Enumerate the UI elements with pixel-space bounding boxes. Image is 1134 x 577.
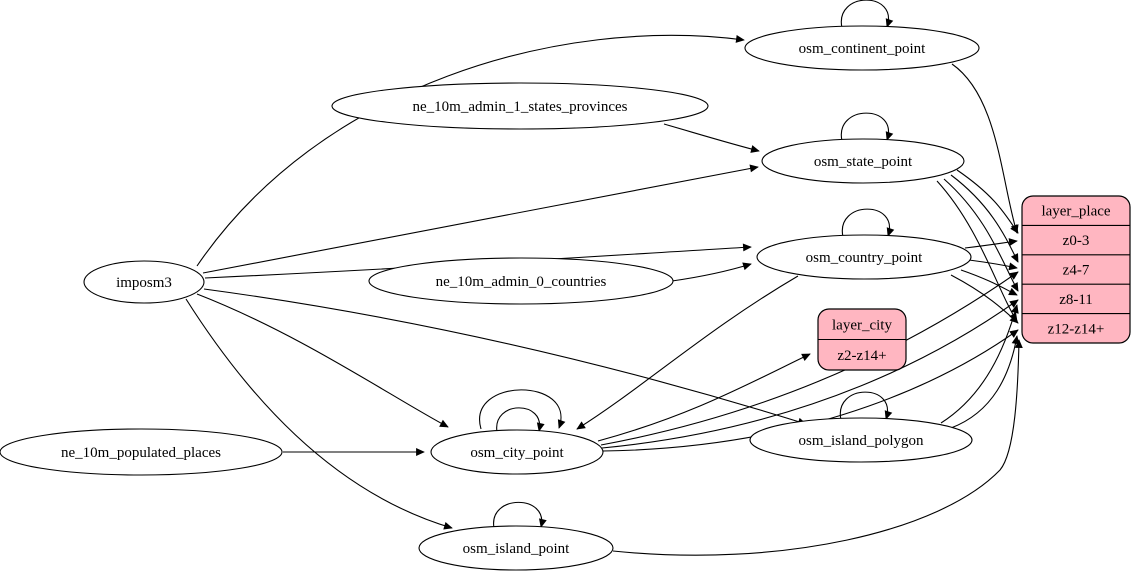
- node-label-osm_city_point: osm_city_point: [470, 445, 564, 461]
- edge-osm_country_point-to-layer_place-z4-7: [968, 259, 1018, 271]
- node-shape-ne_10m_admin_0_countries: [368, 257, 674, 305]
- edge-osm_country_point-to-osm_country_point: [841, 208, 895, 238]
- node-shape-ne_10m_admin_1_states_provinces: [331, 82, 709, 130]
- edge-osm_continent_point-to-osm_continent_point: [840, 0, 894, 29]
- edge-osm_city_point-to-osm_city_point: [496, 407, 545, 433]
- node-label-osm_continent_point: osm_continent_point: [799, 41, 926, 57]
- node-label-ne_10m_admin_0_countries: ne_10m_admin_0_countries: [436, 274, 607, 290]
- node-label-ne_10m_populated_places: ne_10m_populated_places: [61, 445, 221, 461]
- edge-imposm3-to-osm_city_point: [196, 293, 449, 428]
- edge-osm_state_point-to-layer_place-z4-7: [950, 174, 1019, 263]
- node-label-osm_state_point: osm_state_point: [814, 154, 913, 170]
- edge-osm_country_point-to-layer_place-z8-11: [960, 269, 1018, 296]
- edge-osm_state_point-to-layer_place-z8-11: [943, 178, 1019, 292]
- node-osm_continent_point: osm_continent_point: [744, 25, 980, 71]
- node-imposm3: imposm3: [83, 260, 205, 304]
- edge-osm_island_point-to-osm_island_point: [493, 501, 547, 529]
- node-shape-ne_10m_populated_places: [0, 428, 283, 476]
- edge-osm_island_polygon-to-layer_place-z12-z14+: [950, 335, 1020, 429]
- record-row-layer_place-z8-11: z8-11: [1059, 292, 1093, 308]
- edge-imposm3-to-osm_state_point: [202, 164, 759, 274]
- edge-osm_island_point-to-layer_place-z12-z14+: [612, 339, 1023, 556]
- edge-osm_state_point-to-osm_state_point: [840, 112, 894, 142]
- node-label-osm_country_point: osm_country_point: [806, 250, 923, 266]
- node-osm_country_point: osm_country_point: [756, 234, 972, 280]
- node-shape-osm_continent_point: [744, 25, 980, 71]
- edge-osm_country_point-to-layer_place-z0-3: [964, 238, 1018, 249]
- record-row-layer_city-layer_city: layer_city: [832, 317, 892, 333]
- edge-imposm3-to-osm_continent_point: [196, 34, 745, 267]
- edge-imposm3-to-osm_island_point: [185, 298, 453, 530]
- node-ne_10m_populated_places: ne_10m_populated_places: [0, 428, 283, 476]
- edge-osm_state_point-to-layer_place-z0-3: [956, 169, 1019, 234]
- edge-osm_city_point-to-layer_place-z4-7: [600, 271, 1019, 446]
- node-layer_place: layer_place z0-3 z4-7 z8-11 z12-z14+: [1021, 195, 1131, 344]
- node-osm_state_point: osm_state_point: [761, 138, 965, 184]
- record-row-layer_place-z0-3: z0-3: [1063, 233, 1090, 249]
- node-shape-imposm3: [83, 260, 205, 304]
- node-osm_island_polygon: osm_island_polygon: [749, 417, 973, 463]
- edge-imposm3-to-osm_island_polygon: [203, 288, 807, 426]
- edge-osm_city_point-to-osm_city_point: [479, 389, 566, 430]
- node-label-osm_island_point: osm_island_point: [463, 541, 571, 557]
- node-shape-osm_island_polygon: [749, 417, 973, 463]
- edge-osm_state_point-to-layer_place-z12-z14+: [936, 180, 1018, 322]
- node-label-imposm3: imposm3: [116, 275, 172, 291]
- edge-osm_continent_point-to-layer_place-z0-3: [951, 63, 1019, 234]
- node-ne_10m_admin_0_countries: ne_10m_admin_0_countries: [368, 257, 674, 305]
- node-osm_island_point: osm_island_point: [418, 525, 614, 571]
- record-row-layer_place-z12-z14+: z12-z14+: [1048, 321, 1105, 337]
- record-row-layer_place-z4-7: z4-7: [1063, 263, 1090, 279]
- record-shape-layer_place: [1021, 195, 1131, 344]
- node-label-osm_island_polygon: osm_island_polygon: [798, 433, 924, 449]
- edge-osm_country_point-to-osm_city_point: [576, 275, 799, 430]
- node-osm_city_point: osm_city_point: [430, 429, 604, 475]
- edge-osm_city_point-to-layer_city-z2-z14+: [597, 353, 811, 442]
- record-row-layer_city-z2-z14+: z2-z14+: [837, 348, 886, 364]
- edge-osm_country_point-to-layer_place-z12-z14+: [950, 274, 1019, 324]
- node-shape-osm_state_point: [761, 138, 965, 184]
- edge-osm_city_point-to-layer_place-z12-z14+: [602, 329, 1019, 452]
- node-shape-osm_country_point: [756, 234, 972, 280]
- record-row-layer_place-layer_place: layer_place: [1041, 204, 1110, 220]
- edge-osm_city_point-to-layer_place-z8-11: [601, 299, 1019, 449]
- node-label-ne_10m_admin_1_states_provinces: ne_10m_admin_1_states_provinces: [413, 99, 628, 115]
- node-shape-osm_city_point: [430, 429, 604, 475]
- edge-osm_island_polygon-to-layer_place-z8-11: [940, 304, 1019, 424]
- edge-osm_island_polygon-to-osm_island_polygon: [839, 391, 893, 421]
- edge-ne_10m_admin_1_states_provinces-to-osm_state_point: [663, 123, 760, 153]
- node-layer_city: layer_city z2-z14+: [817, 308, 907, 371]
- node-ne_10m_admin_1_states_provinces: ne_10m_admin_1_states_provinces: [331, 82, 709, 130]
- node-shape-osm_island_point: [418, 525, 614, 571]
- edge-ne_10m_admin_0_countries-to-osm_country_point: [671, 262, 752, 282]
